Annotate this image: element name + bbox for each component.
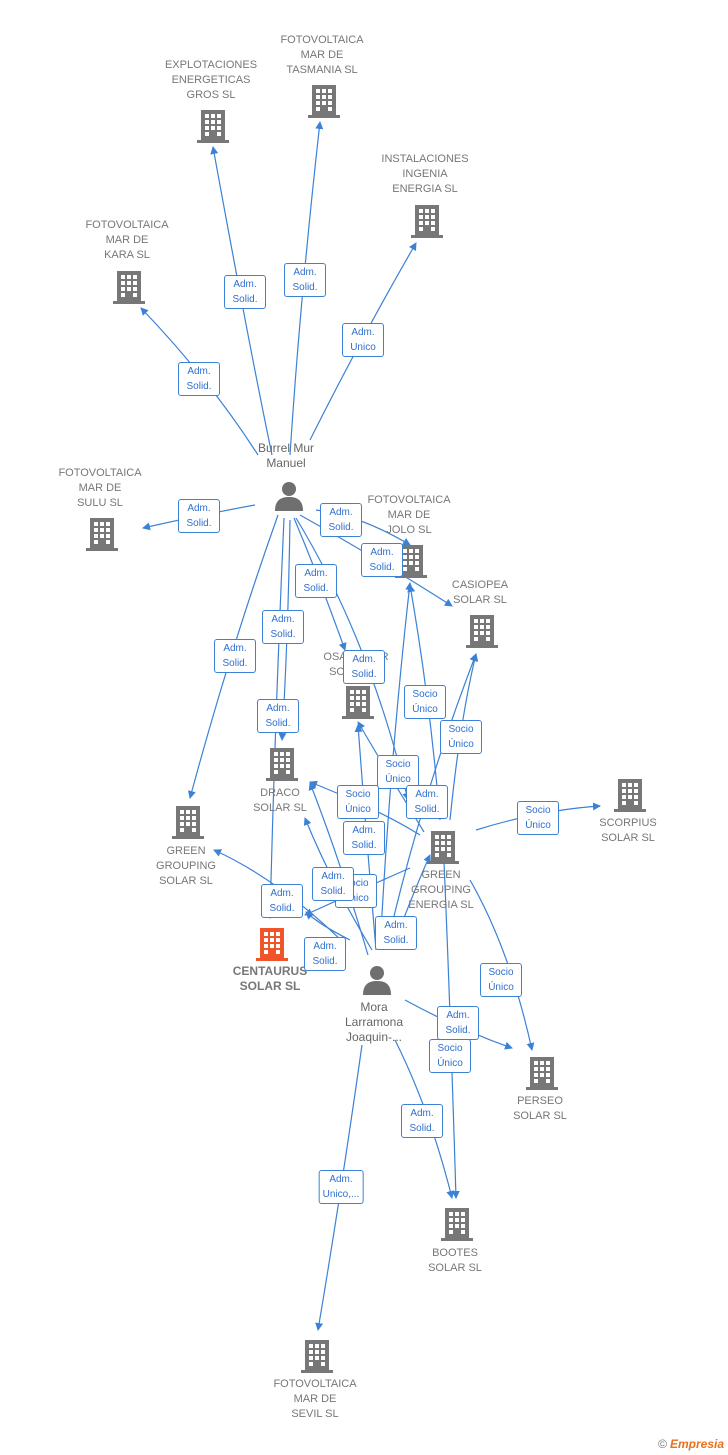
- node-kara[interactable]: FOTOVOLTAICA MAR DE KARA SL: [85, 219, 169, 261]
- building-icon-osa: [342, 686, 374, 719]
- edge-burrel-explotaciones: [210, 146, 273, 456]
- person-icon-burrel: [275, 482, 303, 511]
- person-icon-mora: [363, 966, 391, 995]
- building-icon-centaurus: [256, 928, 288, 961]
- rel-label[interactable]: Adm. Solid.: [261, 884, 303, 918]
- edge-mora-centaurus: [305, 911, 351, 941]
- brand-logo[interactable]: Empresia: [669, 1437, 724, 1451]
- node-casiopea[interactable]: CASIOPEA SOLAR SL: [451, 579, 509, 606]
- rel-label[interactable]: Socio Único: [377, 755, 419, 789]
- rel-label[interactable]: Socio Único: [440, 720, 482, 754]
- rel-label[interactable]: Adm. Solid.: [343, 650, 385, 684]
- rel-label[interactable]: Adm. Unico,...: [318, 1170, 364, 1204]
- edge-mora-draco2: [308, 782, 369, 956]
- node-tasmania[interactable]: FOTOVOLTAICA MAR DE TASMANIA SL: [280, 34, 364, 76]
- node-draco[interactable]: DRACO SOLAR SL: [253, 787, 307, 814]
- rel-label[interactable]: Adm. Solid.: [320, 503, 362, 537]
- building-icon-kara: [113, 271, 145, 304]
- node-green-solar[interactable]: GREEN GROUPING SOLAR SL: [156, 845, 216, 887]
- rel-label[interactable]: Adm. Solid.: [284, 263, 326, 297]
- building-icon-perseo: [526, 1057, 558, 1090]
- building-icon-scorpius: [614, 779, 646, 812]
- rel-label[interactable]: Socio Único: [337, 785, 379, 819]
- node-explotaciones[interactable]: EXPLOTACIONES ENERGETICAS GROS SL: [164, 59, 258, 101]
- node-centaurus[interactable]: CENTAURUS SOLAR SL: [232, 964, 308, 993]
- node-jolo[interactable]: FOTOVOLTAICA MAR DE JOLO SL: [367, 494, 451, 536]
- building-icon-explotaciones: [197, 110, 229, 143]
- rel-label[interactable]: Adm. Solid.: [224, 275, 266, 309]
- rel-label[interactable]: Adm. Solid.: [361, 543, 403, 577]
- building-icon-sulu: [86, 518, 118, 551]
- rel-label[interactable]: Adm. Solid.: [178, 499, 220, 533]
- building-icon-draco: [266, 748, 298, 781]
- node-perseo[interactable]: PERSEO SOLAR SL: [513, 1095, 567, 1122]
- rel-label[interactable]: Adm. Solid.: [375, 916, 417, 950]
- node-scorpius[interactable]: SCORPIUS SOLAR SL: [599, 817, 657, 844]
- node-ingenia[interactable]: INSTALACIONES INGENIA ENERGIA SL: [381, 153, 469, 195]
- node-burrel[interactable]: Burrel Mur Manuel: [257, 441, 314, 470]
- rel-label[interactable]: Adm. Solid.: [304, 937, 346, 971]
- node-sulu[interactable]: FOTOVOLTAICA MAR DE SULU SL: [58, 467, 142, 509]
- building-icon-green-energia: [427, 831, 459, 864]
- building-icon-casiopea: [466, 615, 498, 648]
- rel-label[interactable]: Adm. Solid.: [343, 821, 385, 855]
- rel-label[interactable]: Socio Único: [480, 963, 522, 997]
- rel-label[interactable]: Adm. Solid.: [295, 564, 337, 598]
- building-icon-sevil: [301, 1340, 333, 1373]
- rel-label[interactable]: Socio Único: [404, 685, 446, 719]
- rel-label[interactable]: Socio Único: [517, 801, 559, 835]
- rel-label[interactable]: Adm. Solid.: [262, 610, 304, 644]
- building-icon-tasmania: [308, 85, 340, 118]
- rel-label[interactable]: Adm. Solid.: [257, 699, 299, 733]
- building-icon-green-solar: [172, 806, 204, 839]
- rel-label[interactable]: Adm. Unico: [342, 323, 384, 357]
- footer-brand: ©Empresia: [658, 1437, 724, 1451]
- rel-label[interactable]: Adm. Solid.: [214, 639, 256, 673]
- edges: [140, 121, 601, 1331]
- node-mora[interactable]: Mora Larramona Joaquin-...: [344, 1000, 404, 1044]
- rel-label[interactable]: Adm. Solid.: [401, 1104, 443, 1138]
- edge-energia-perseo: [469, 879, 535, 1051]
- rel-label[interactable]: Adm. Solid.: [312, 867, 354, 901]
- node-bootes[interactable]: BOOTES SOLAR SL: [428, 1247, 482, 1274]
- node-sevil[interactable]: FOTOVOLTAICA MAR DE SEVIL SL: [273, 1378, 357, 1420]
- node-green-energia[interactable]: GREEN GROUPING ENERGIA SL: [408, 869, 474, 911]
- building-icon-bootes: [441, 1208, 473, 1241]
- rel-label[interactable]: Adm. Solid.: [437, 1006, 479, 1040]
- rel-label[interactable]: Socio Único: [429, 1039, 471, 1073]
- building-icon-ingenia: [411, 205, 443, 238]
- copyright-icon: ©: [658, 1437, 667, 1451]
- rel-label[interactable]: Adm. Solid.: [178, 362, 220, 396]
- rel-label[interactable]: Adm. Solid.: [406, 785, 448, 819]
